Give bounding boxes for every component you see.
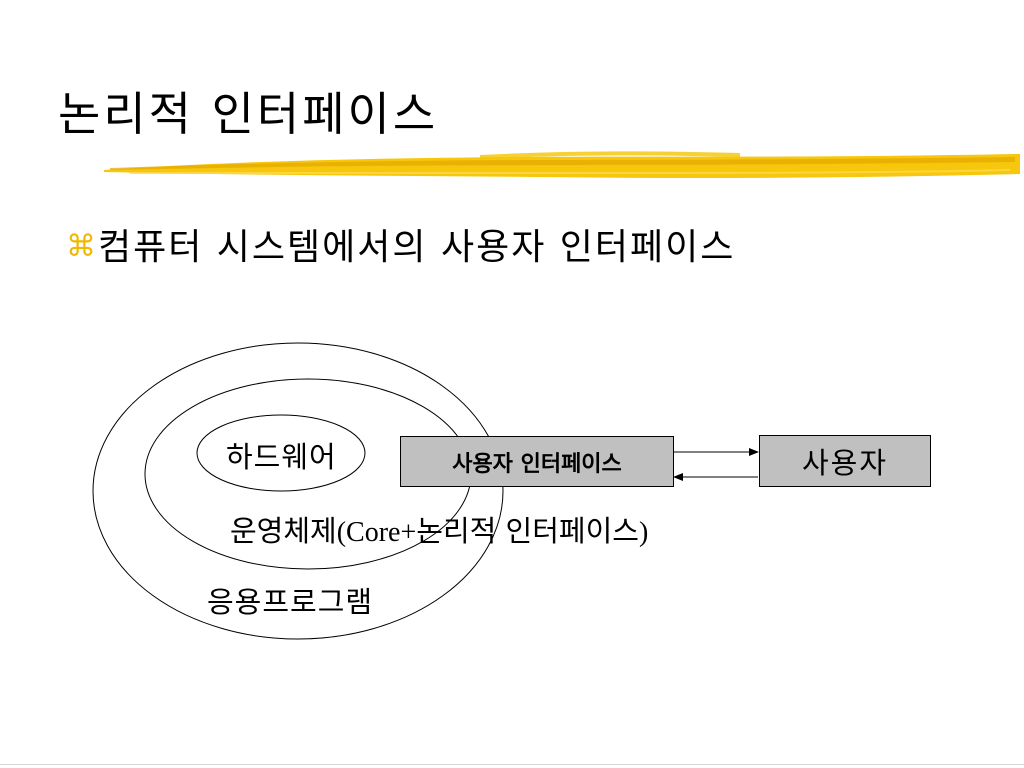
footer-divider xyxy=(0,764,1024,765)
command-bullet-icon: ⌘ xyxy=(66,229,96,264)
operating-system-label: 운영체제(Core+논리적 인터페이스) xyxy=(230,508,648,550)
title-underline-brush xyxy=(104,151,1020,178)
slide-title: 논리적 인터페이스 xyxy=(58,87,439,141)
user-box: 사용자 xyxy=(759,435,931,487)
bullet-item: ⌘컴퓨터 시스템에서의 사용자 인터페이스 xyxy=(66,218,735,270)
os-label-logical-interface: 논리적 인터페이스 xyxy=(416,514,639,548)
os-label-core: (Core+ xyxy=(336,517,417,548)
os-label-korean: 운영체제 xyxy=(230,514,337,548)
bullet-text: 컴퓨터 시스템에서의 사용자 인터페이스 xyxy=(98,227,736,268)
outer-ellipse-application xyxy=(92,342,504,640)
os-label-close-paren: ) xyxy=(638,517,649,548)
hardware-label: 하드웨어 xyxy=(226,440,337,474)
application-label: 응용프로그램 xyxy=(207,585,374,619)
user-interface-box: 사용자 인터페이스 xyxy=(400,436,674,487)
inner-ellipse-hardware xyxy=(196,414,366,492)
